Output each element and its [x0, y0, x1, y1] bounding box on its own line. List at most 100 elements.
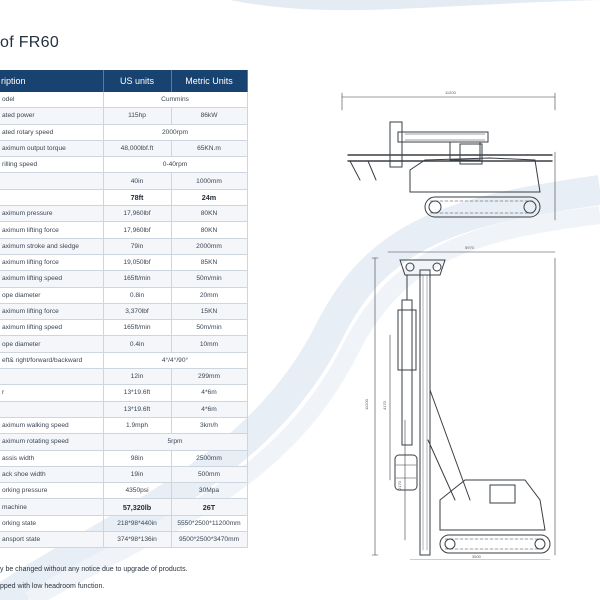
row-metric-value: 24m: [171, 189, 248, 207]
row-label: assis width: [0, 450, 104, 467]
footnote-headroom: pped with low headroom function.: [0, 583, 105, 590]
row-metric-value: 3km/h: [171, 417, 248, 435]
row-metric-value: 85KN: [171, 254, 248, 272]
header-description: ription: [0, 70, 104, 92]
row-us-value: 79in: [103, 238, 172, 255]
row-us-value: 218*98*440in: [103, 515, 172, 533]
row-us-value: 374*98*136in: [103, 531, 172, 549]
row-label: ated rotary speed: [0, 124, 104, 141]
row-us-value: 0.4in: [103, 335, 172, 353]
row-label: [0, 172, 104, 190]
row-us-value: 19,050lbf: [103, 254, 172, 272]
table-header-row: ription US units Metric Units: [0, 70, 248, 92]
header-metric-units: Metric Units: [171, 70, 248, 92]
row-label: odel: [0, 92, 104, 109]
row-label: ack shoe width: [0, 466, 104, 484]
row-metric-value: 86kW: [171, 107, 248, 125]
row-metric-value: 26T: [171, 498, 248, 516]
row-label: machine: [0, 498, 104, 516]
row-metric-value: 30Mpa: [171, 482, 248, 500]
row-us-value: 5rpm: [103, 433, 248, 451]
row-us-value: 13*19.6ft: [103, 401, 172, 418]
row-us-value: 0-40rpm: [103, 156, 248, 174]
row-us-value: 57,320lb: [103, 498, 172, 516]
row-us-value: 1.9mph: [103, 417, 172, 435]
row-label: aximum walking speed: [0, 417, 104, 435]
row-label: aximum lifting speed: [0, 319, 104, 337]
row-label: eft& right/forward/backward: [0, 352, 104, 370]
row-metric-value: 9500*2500*3470mm: [171, 531, 248, 549]
row-label: ope diameter: [0, 335, 104, 353]
row-label: rilling speed: [0, 156, 104, 174]
row-us-value: Cummins: [103, 92, 248, 109]
row-metric-value: 50m/min: [171, 270, 248, 288]
row-us-value: 17,960lbf: [103, 205, 172, 223]
row-label: aximum pressure: [0, 205, 104, 223]
row-label: ansport state: [0, 531, 104, 549]
row-us-value: 19in: [103, 466, 172, 484]
row-label: [0, 368, 104, 386]
row-metric-value: 15KN: [171, 303, 248, 321]
row-metric-value: 80KN: [171, 205, 248, 223]
row-metric-value: 1000mm: [171, 172, 248, 190]
header-us-units: US units: [103, 70, 172, 92]
row-label: [0, 189, 104, 207]
dim-top-width: 11200: [445, 90, 457, 95]
row-us-value: 3,370lbf: [103, 303, 172, 321]
row-label: aximum rotating speed: [0, 433, 104, 451]
row-metric-value: 4*6m: [171, 401, 248, 418]
row-us-value: 78ft: [103, 189, 172, 207]
row-metric-value: 20mm: [171, 287, 248, 304]
row-us-value: 98in: [103, 450, 172, 467]
row-label: aximum stroke and sledge: [0, 238, 104, 255]
row-label: aximum lifting speed: [0, 270, 104, 288]
row-us-value: 17,960lbf: [103, 221, 172, 239]
row-us-value: 13*19.6ft: [103, 384, 172, 402]
row-metric-value: 80KN: [171, 221, 248, 239]
row-label: aximum lifting force: [0, 221, 104, 239]
dim-bottom-width: 3500: [472, 554, 482, 559]
row-us-value: 0.8in: [103, 287, 172, 304]
row-us-value: 165ft/min: [103, 319, 172, 337]
row-metric-value: 65KN.m: [171, 140, 248, 158]
row-label: [0, 401, 104, 418]
row-metric-value: 500mm: [171, 466, 248, 484]
row-label: aximum output torque: [0, 140, 104, 158]
row-label: orking state: [0, 515, 104, 533]
dim-mark-a: 4170: [382, 400, 387, 410]
dim-total-height: 11200: [364, 398, 369, 410]
row-us-value: 4350psi: [103, 482, 172, 500]
row-us-value: 12in: [103, 368, 172, 386]
row-metric-value: 10mm: [171, 335, 248, 353]
row-label: orking pressure: [0, 482, 104, 500]
row-label: aximum lifting force: [0, 254, 104, 272]
row-metric-value: 2000mm: [171, 238, 248, 255]
row-us-value: 115hp: [103, 107, 172, 125]
dim-mark-b: 2170: [397, 480, 402, 490]
row-us-value: 48,000lbf.ft: [103, 140, 172, 158]
